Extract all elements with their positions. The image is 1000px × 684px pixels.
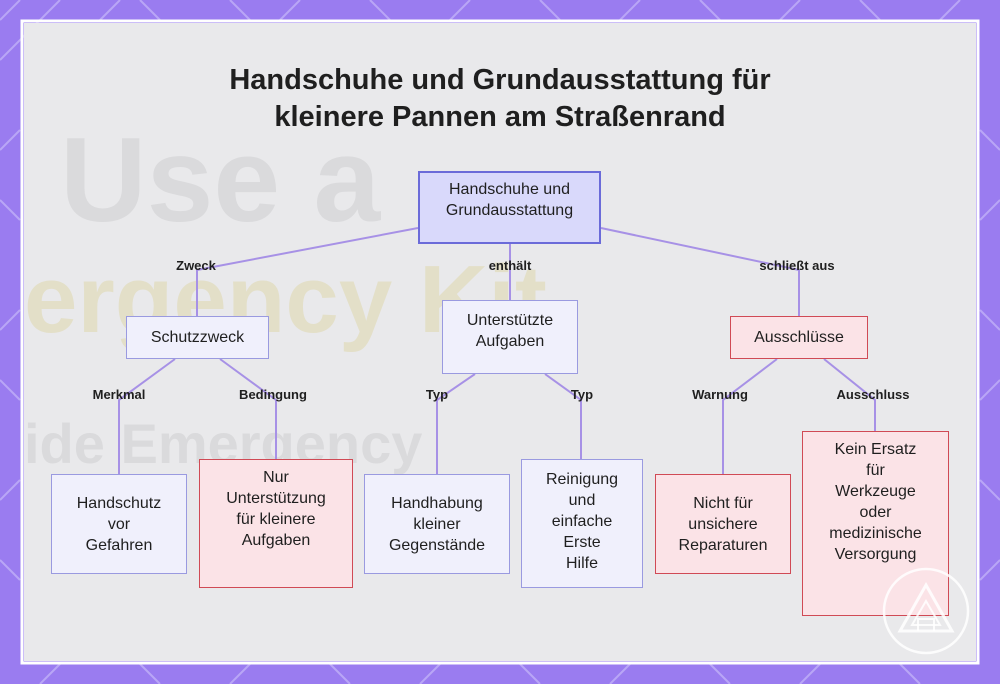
edge-label-merkmal: Merkmal <box>92 387 146 402</box>
triangle-logo-icon <box>882 567 970 655</box>
node-kein-ersatz: Kein Ersatz für Werkzeuge oder medizinis… <box>802 431 949 616</box>
edge-label-enthaelt: enthält <box>488 258 532 273</box>
node-nur-unterstuetzung: Nur Unterstützung für kleinere Aufgaben <box>199 459 353 588</box>
edge-label-bedingung: Bedingung <box>239 387 307 402</box>
node-unterstuetzte-aufgaben: Unterstützte Aufgaben <box>442 300 578 374</box>
diagram-title: Handschuhe und Grundausstattung für klei… <box>0 62 1000 136</box>
edge-label-zweck: Zweck <box>176 258 216 273</box>
title-line-1: Handschuhe und Grundausstattung für <box>229 64 771 96</box>
node-handschutz: Handschutz vor Gefahren <box>51 474 187 574</box>
edge-label-warnung: Warnung <box>692 387 748 402</box>
node-root: Handschuhe und Grundausstattung <box>418 171 601 244</box>
node-handhabung: Handhabung kleiner Gegenstände <box>364 474 510 574</box>
node-schutzzweck: Schutzzweck <box>126 316 269 359</box>
background-text-1: Use a <box>60 113 381 247</box>
edge-label-ausschluss: Ausschluss <box>836 387 910 402</box>
edge-label-typ-2: Typ <box>570 387 594 402</box>
node-ausschluesse: Ausschlüsse <box>730 316 868 359</box>
edge-label-typ-1: Typ <box>425 387 449 402</box>
node-nicht-fuer: Nicht für unsichere Reparaturen <box>655 474 791 574</box>
title-line-2: kleinere Pannen am Straßenrand <box>274 101 726 133</box>
node-reinigung: Reinigung und einfache Erste Hilfe <box>521 459 643 588</box>
edge-label-schliesst-aus: schließt aus <box>759 258 835 273</box>
